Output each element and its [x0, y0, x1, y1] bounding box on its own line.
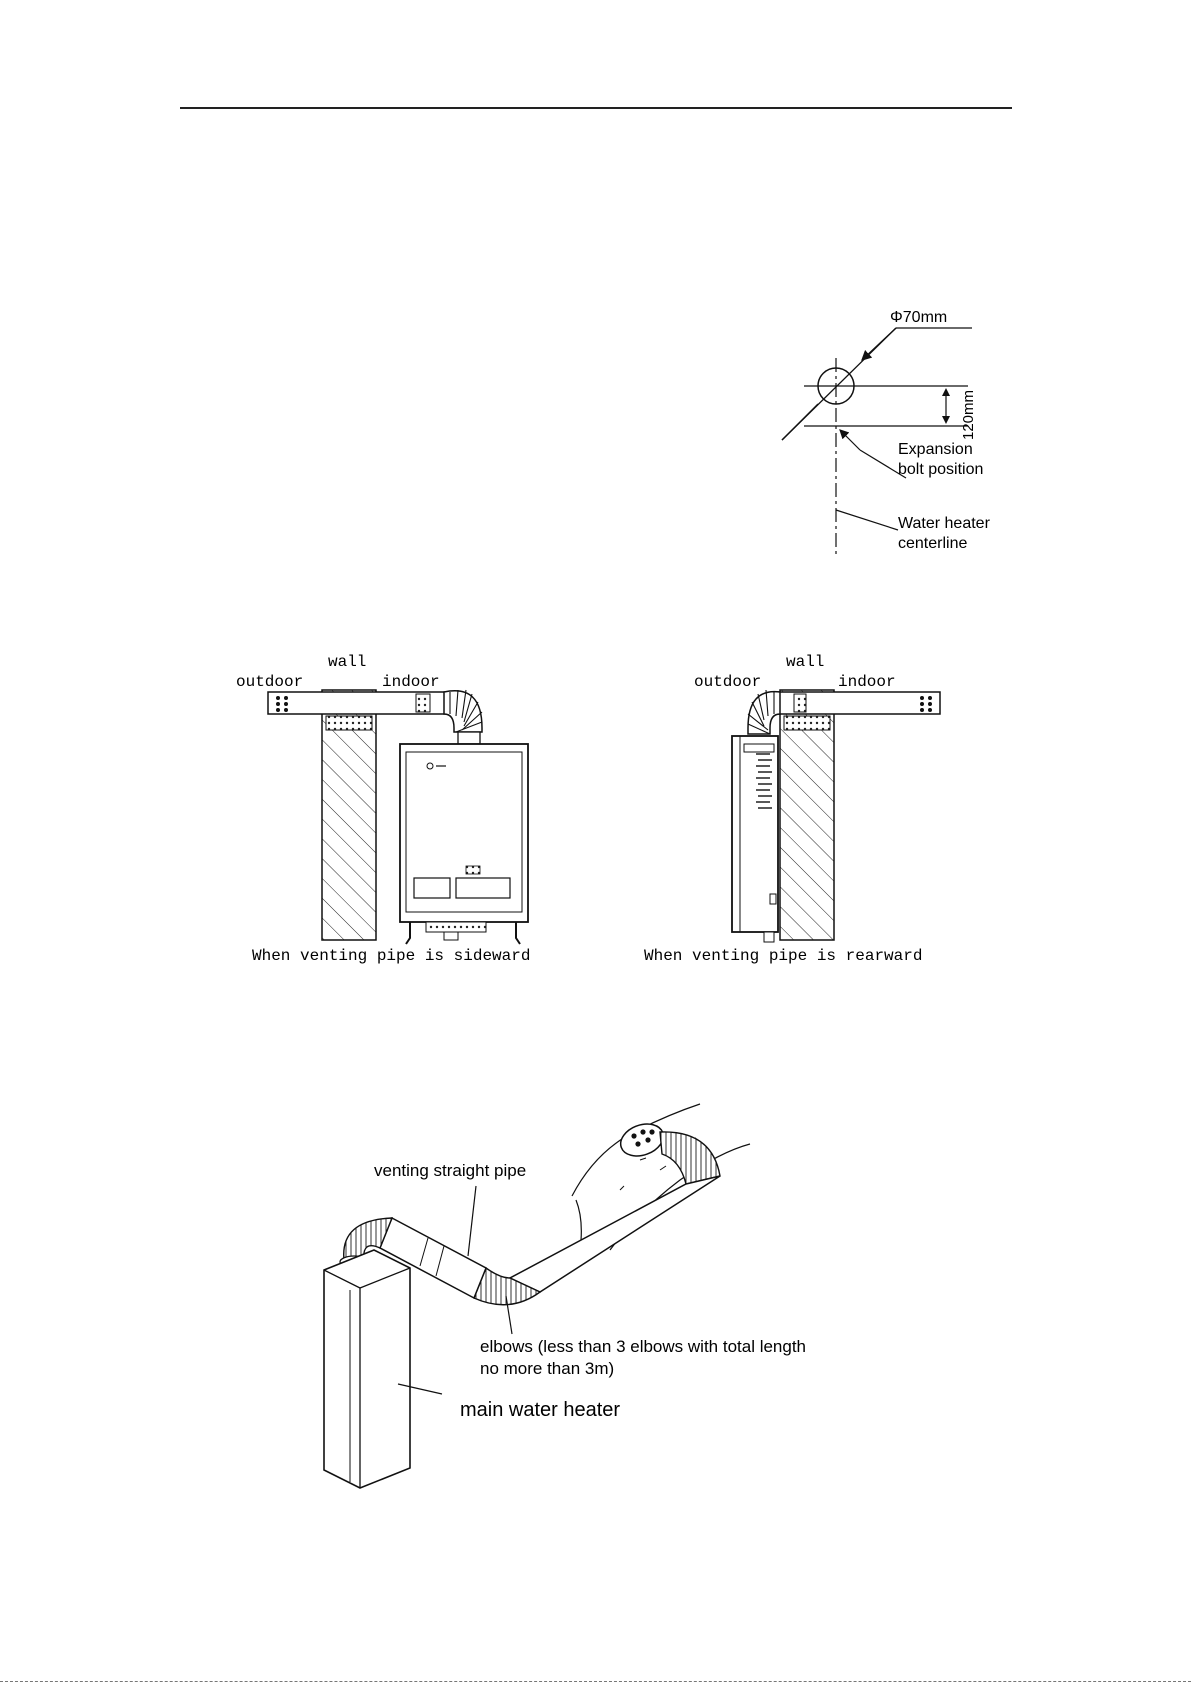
rearward-wall-label: wall [786, 653, 824, 671]
bolt-label-line2: bolt position [898, 461, 983, 478]
sideward-venting-diagram: wall outdoor indoor When venting pipe is… [230, 648, 600, 958]
spacing-label: 120mm [960, 390, 977, 440]
header-rule [180, 107, 1012, 109]
rearward-venting-diagram: wall outdoor indoor When venting pipe is… [640, 648, 970, 958]
straight-pipe-label: venting straight pipe [374, 1161, 526, 1180]
footer-rule [0, 1681, 1191, 1682]
venting-elbows-diagram: venting straight pipe elbows (less than … [340, 1100, 860, 1480]
rearward-indoor-label: indoor [838, 673, 896, 691]
centerline-label-line2: centerline [898, 535, 967, 552]
elbows-label-line1: elbows (less than 3 elbows with total le… [480, 1337, 806, 1356]
rearward-caption: When venting pipe is rearward [644, 947, 922, 965]
rearward-elbow [748, 692, 780, 734]
sideward-outdoor-label: outdoor [236, 673, 303, 691]
sideward-caption: When venting pipe is sideward [252, 947, 530, 965]
rearward-outdoor-label: outdoor [694, 673, 761, 691]
diameter-label: Φ70mm [890, 309, 947, 326]
sideward-wall-label: wall [328, 653, 366, 671]
bolt-position-diagram: Φ70mm 120mm Expansion bolt position Wate… [780, 300, 1020, 570]
elbows-label-line2: no more than 3m) [480, 1359, 614, 1378]
bolt-label-line1: Expansion [898, 441, 973, 458]
centerline-label-line1: Water heater [898, 515, 991, 532]
vent-diagonal-pipe [510, 1176, 720, 1292]
sideward-indoor-label: indoor [382, 673, 440, 691]
outside-wall-outline [572, 1104, 750, 1250]
heater-label: main water heater [460, 1399, 620, 1421]
